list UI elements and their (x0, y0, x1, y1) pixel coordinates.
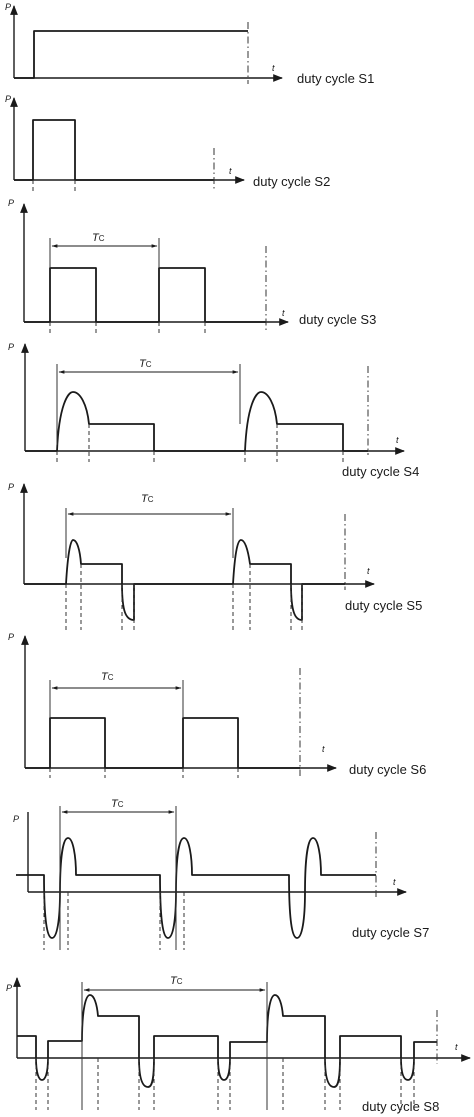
t-axis-label: t (393, 877, 396, 887)
power-curve (14, 30, 248, 79)
p-axis-label: P (8, 342, 14, 352)
power-curve (14, 119, 214, 181)
t-axis-label: t (229, 166, 232, 176)
panel-s1: P t duty cycle S1 (5, 2, 374, 86)
p-axis-label: P (8, 198, 14, 208)
t-axis-label: t (282, 308, 285, 318)
panel-s2: P t duty cycle S2 (5, 94, 330, 192)
t-axis-label: t (367, 566, 370, 576)
period-label: TC (111, 798, 124, 810)
p-axis-label: P (8, 632, 14, 642)
p-axis-label: P (5, 2, 11, 12)
power-curve (24, 267, 266, 323)
t-axis-label: t (396, 435, 399, 445)
panel-s3: P t TC duty cycle S3 (8, 198, 376, 333)
period-label: TC (141, 493, 154, 505)
panel-s8: P t TC duty cycle S8 (6, 975, 471, 1114)
period-label: TC (170, 975, 183, 987)
power-curve (16, 837, 376, 939)
p-axis-label: P (8, 482, 14, 492)
period-label: TC (139, 358, 152, 370)
panel-label: duty cycle S3 (299, 312, 376, 327)
power-curve (24, 539, 345, 621)
panel-label: duty cycle S8 (362, 1099, 439, 1114)
panel-s7: P t TC duty cycle S7 (13, 798, 429, 950)
panel-s4: P t TC duty cycle S4 (8, 342, 419, 479)
panel-label: duty cycle S5 (345, 598, 422, 613)
power-curve (25, 391, 368, 452)
t-axis-label: t (272, 63, 275, 73)
panel-label: duty cycle S2 (253, 174, 330, 189)
panel-label: duty cycle S6 (349, 762, 426, 777)
p-axis-label: P (6, 983, 12, 993)
t-axis-label: t (455, 1042, 458, 1052)
panel-label: duty cycle S4 (342, 464, 419, 479)
panel-label: duty cycle S7 (352, 925, 429, 940)
p-axis-label: P (5, 94, 11, 104)
power-curve (25, 717, 300, 769)
panel-s6: P t TC duty cycle S6 (8, 632, 426, 778)
period-label: TC (92, 232, 105, 244)
power-curve (17, 994, 437, 1088)
period-label: TC (101, 671, 114, 683)
panel-s5: P t TC duty cycle S5 (8, 482, 422, 630)
p-axis-label: P (13, 814, 19, 824)
t-axis-label: t (322, 744, 325, 754)
panel-label: duty cycle S1 (297, 71, 374, 86)
